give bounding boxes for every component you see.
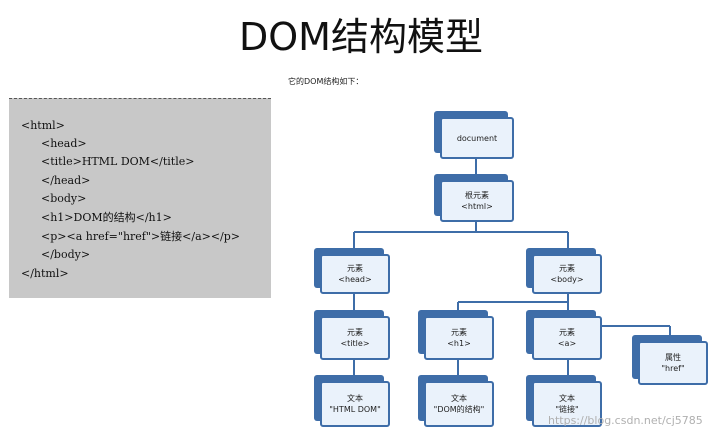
code-panel: <html> <head> <title>HTML DOM</title> </… (9, 98, 271, 298)
node-h1: 元素 <h1> (424, 316, 494, 360)
node-tag: <a> (557, 339, 577, 348)
node-a: 元素 <a> (532, 316, 602, 360)
node-root-html: 根元素 <html> (440, 180, 514, 222)
node-tag: "href" (661, 364, 685, 373)
node-tag: <body> (550, 275, 584, 284)
watermark: https://blog.csdn.net/cj5785 (548, 414, 703, 427)
code-line: </body> (41, 248, 91, 261)
code-line: <body> (41, 192, 87, 205)
node-text: "HTML DOM" (329, 405, 381, 414)
code-line: </head> (41, 174, 91, 187)
node-label: 元素 (347, 264, 363, 273)
node-label: document (456, 133, 498, 143)
node-text-a: 文本 "链接" (532, 381, 602, 427)
node-title: 元素 <title> (320, 316, 390, 360)
node-label: 元素 (559, 264, 575, 273)
node-label: 根元素 (465, 191, 489, 200)
node-head: 元素 <head> (320, 254, 390, 294)
node-text-title: 文本 "HTML DOM" (320, 381, 390, 427)
code-line: <h1>DOM的结构</h1> (41, 211, 172, 224)
diagram-caption: 它的DOM结构如下： (288, 77, 364, 86)
node-label: 文本 (559, 394, 575, 403)
node-tag: <head> (338, 275, 372, 284)
node-tag: <title> (340, 339, 370, 348)
node-text-h1: 文本 "DOM的结构" (424, 381, 494, 427)
code-line: <p><a href="href">链接</a></p> (41, 230, 241, 243)
node-label: 元素 (347, 328, 363, 337)
node-text: "DOM的结构" (433, 405, 485, 414)
node-attr-href: 属性 "href" (638, 341, 708, 385)
node-body: 元素 <body> (532, 254, 602, 294)
node-tag: <h1> (447, 339, 471, 348)
node-label: 属性 (665, 353, 681, 362)
node-label: 文本 (451, 394, 467, 403)
code-line: <title>HTML DOM</title> (41, 155, 195, 168)
node-document: document (440, 117, 514, 159)
code-line: <head> (41, 137, 87, 150)
node-tag: <html> (461, 202, 493, 211)
code-line: <html> (21, 119, 65, 132)
node-text: "链接" (555, 405, 579, 414)
page-title: DOM结构模型 (239, 15, 483, 59)
code-line: </html> (21, 267, 69, 280)
node-label: 元素 (451, 328, 467, 337)
node-label: 文本 (347, 394, 363, 403)
node-label: 元素 (559, 328, 575, 337)
